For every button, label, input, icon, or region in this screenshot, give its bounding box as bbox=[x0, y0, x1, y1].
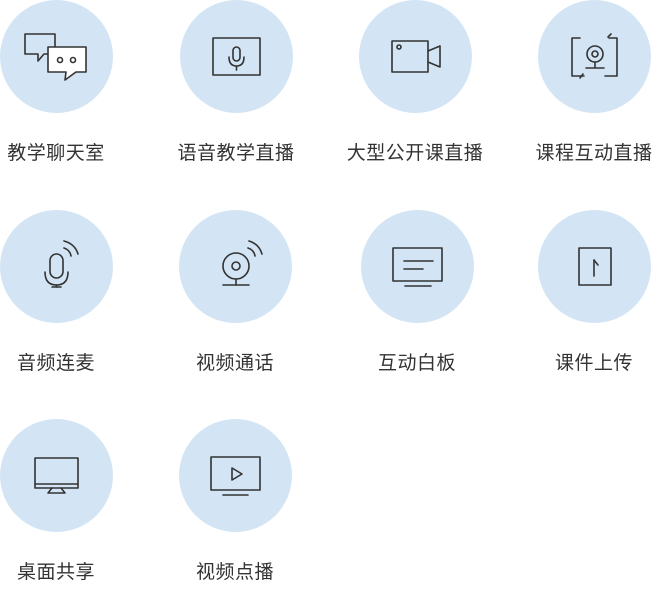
video-camera-icon bbox=[391, 40, 441, 73]
webcam-signal-icon bbox=[222, 240, 263, 286]
upload-document-icon bbox=[578, 247, 612, 286]
feature-interactive-course-live[interactable]: 课程互动直播 bbox=[524, 0, 653, 180]
icon-circle bbox=[0, 0, 113, 113]
feature-label: 课程互动直播 bbox=[535, 142, 653, 164]
feature-label: 语音教学直播 bbox=[177, 142, 295, 164]
icon-circle bbox=[538, 0, 651, 113]
video-play-icon bbox=[210, 456, 261, 496]
chat-bubbles-icon bbox=[24, 33, 87, 81]
whiteboard-icon bbox=[392, 247, 443, 287]
icon-circle bbox=[179, 419, 292, 532]
feature-label: 大型公开课直播 bbox=[346, 142, 484, 164]
icon-circle bbox=[0, 210, 113, 323]
feature-label: 教学聊天室 bbox=[7, 142, 105, 164]
feature-teaching-chatroom[interactable]: 教学聊天室 bbox=[0, 0, 126, 180]
feature-video-on-demand[interactable]: 视频点播 bbox=[165, 419, 305, 599]
feature-courseware-upload[interactable]: 课件上传 bbox=[524, 210, 653, 390]
feature-label: 音频连麦 bbox=[16, 352, 95, 374]
icon-circle bbox=[179, 210, 292, 323]
feature-label: 桌面共享 bbox=[16, 561, 95, 583]
icon-circle bbox=[0, 419, 113, 532]
microphone-screen-icon bbox=[212, 37, 261, 76]
feature-video-call[interactable]: 视频通话 bbox=[165, 210, 305, 390]
icon-circle bbox=[361, 210, 474, 323]
feature-desktop-share[interactable]: 桌面共享 bbox=[0, 419, 126, 599]
feature-voice-live[interactable]: 语音教学直播 bbox=[166, 0, 306, 180]
microphone-signal-icon bbox=[44, 240, 79, 288]
feature-open-class-live[interactable]: 大型公开课直播 bbox=[345, 0, 485, 180]
webcam-refresh-icon bbox=[571, 33, 618, 79]
icon-circle bbox=[359, 0, 472, 113]
feature-audio-co-host[interactable]: 音频连麦 bbox=[0, 210, 126, 390]
icon-circle bbox=[180, 0, 293, 113]
icon-circle bbox=[538, 210, 651, 323]
feature-interactive-whiteboard[interactable]: 互动白板 bbox=[347, 210, 487, 390]
feature-label: 课件上传 bbox=[554, 352, 633, 374]
feature-label: 视频点播 bbox=[195, 561, 274, 583]
feature-label: 互动白板 bbox=[377, 352, 456, 374]
desktop-monitor-icon bbox=[34, 457, 79, 494]
feature-label: 视频通话 bbox=[195, 352, 274, 374]
